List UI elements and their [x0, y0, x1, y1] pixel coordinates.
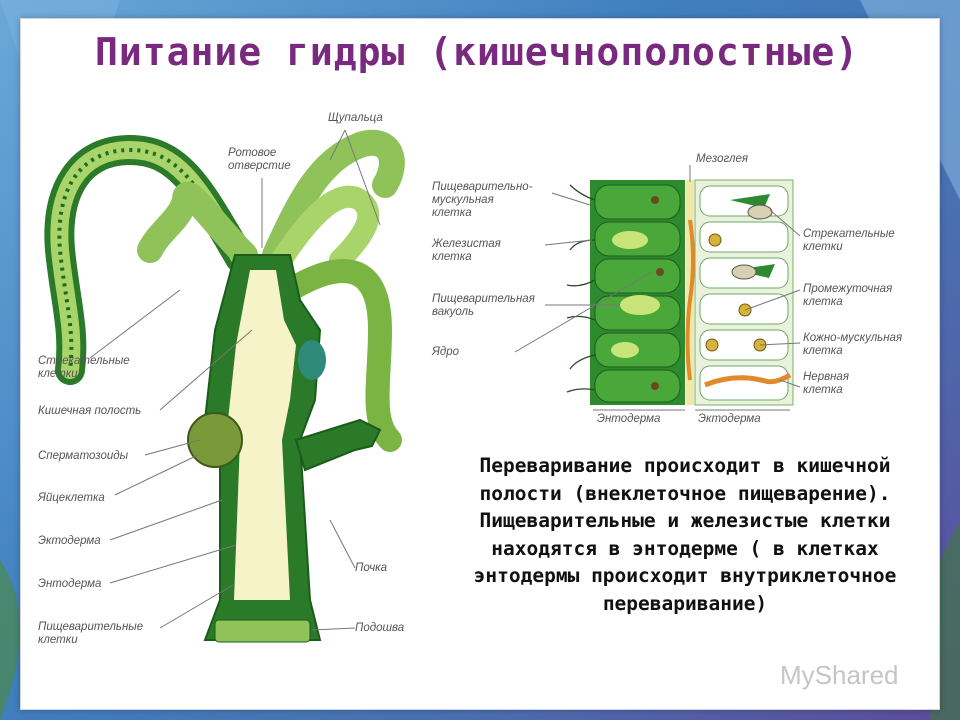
description-paragraph-1: Переваривание происходит в кишечной поло…	[479, 454, 891, 505]
hydra-tentacle-right	[262, 129, 405, 268]
label-skin-muscle-cell: Кожно-мускульная клетка	[803, 332, 903, 357]
label-ectoderm: Эктодерма	[38, 535, 101, 547]
slide-title: Питание гидры (кишечнополостные)	[95, 30, 860, 74]
hydra-tentacle-left2	[137, 181, 258, 268]
label-glandular-cell: Железистая клетка	[432, 238, 501, 263]
label-ectoderm-tissue: Эктодерма	[698, 413, 761, 425]
label-nucleus: Ядро	[432, 346, 459, 358]
label-tentacles: Щупальца	[328, 112, 383, 124]
label-stinging-cells-tissue: Стрекательные клетки	[803, 228, 895, 253]
description-paragraph-2: Пищеварительные и железистые клетки нахо…	[473, 509, 897, 615]
label-stinging-cells: Стрекательные клетки	[38, 355, 130, 380]
label-bud: Почка	[355, 562, 387, 574]
label-gut-cavity: Кишечная полость	[38, 405, 142, 417]
label-digestive-vacuole: Пищеварительная вакуоль	[432, 293, 535, 318]
hydra-tentacle-right2	[269, 185, 380, 273]
hydra-egg	[187, 412, 243, 468]
label-endoderm: Энтодерма	[38, 578, 102, 590]
label-mesoglea: Мезоглея	[696, 153, 749, 165]
hydra-bud	[294, 418, 382, 472]
description-text: Переваривание происходит в кишечной поло…	[455, 452, 915, 617]
label-interstitial-cell: Промежуточная клетка	[803, 283, 893, 308]
watermark-logo: MyShared	[780, 660, 899, 690]
label-endoderm-tissue: Энтодерма	[597, 413, 661, 425]
label-digestive-muscle-cell: Пищеварительно- мускульная клетка	[432, 181, 533, 219]
hydra-gut-cavity	[228, 270, 296, 600]
label-digestive-cells: Пищеварительные клетки	[38, 621, 144, 646]
label-mouth: Ротовое отверстие	[228, 147, 291, 172]
label-sole: Подошва	[355, 622, 405, 634]
label-nerve-cell: Нервная клетка	[803, 371, 849, 396]
hydra-sole	[214, 619, 311, 643]
label-sperm: Сперматозоиды	[38, 450, 129, 462]
label-egg: Яйцеклетка	[38, 492, 105, 504]
hydra-sperm-gonad	[298, 340, 326, 380]
nerve-cell	[704, 372, 792, 388]
